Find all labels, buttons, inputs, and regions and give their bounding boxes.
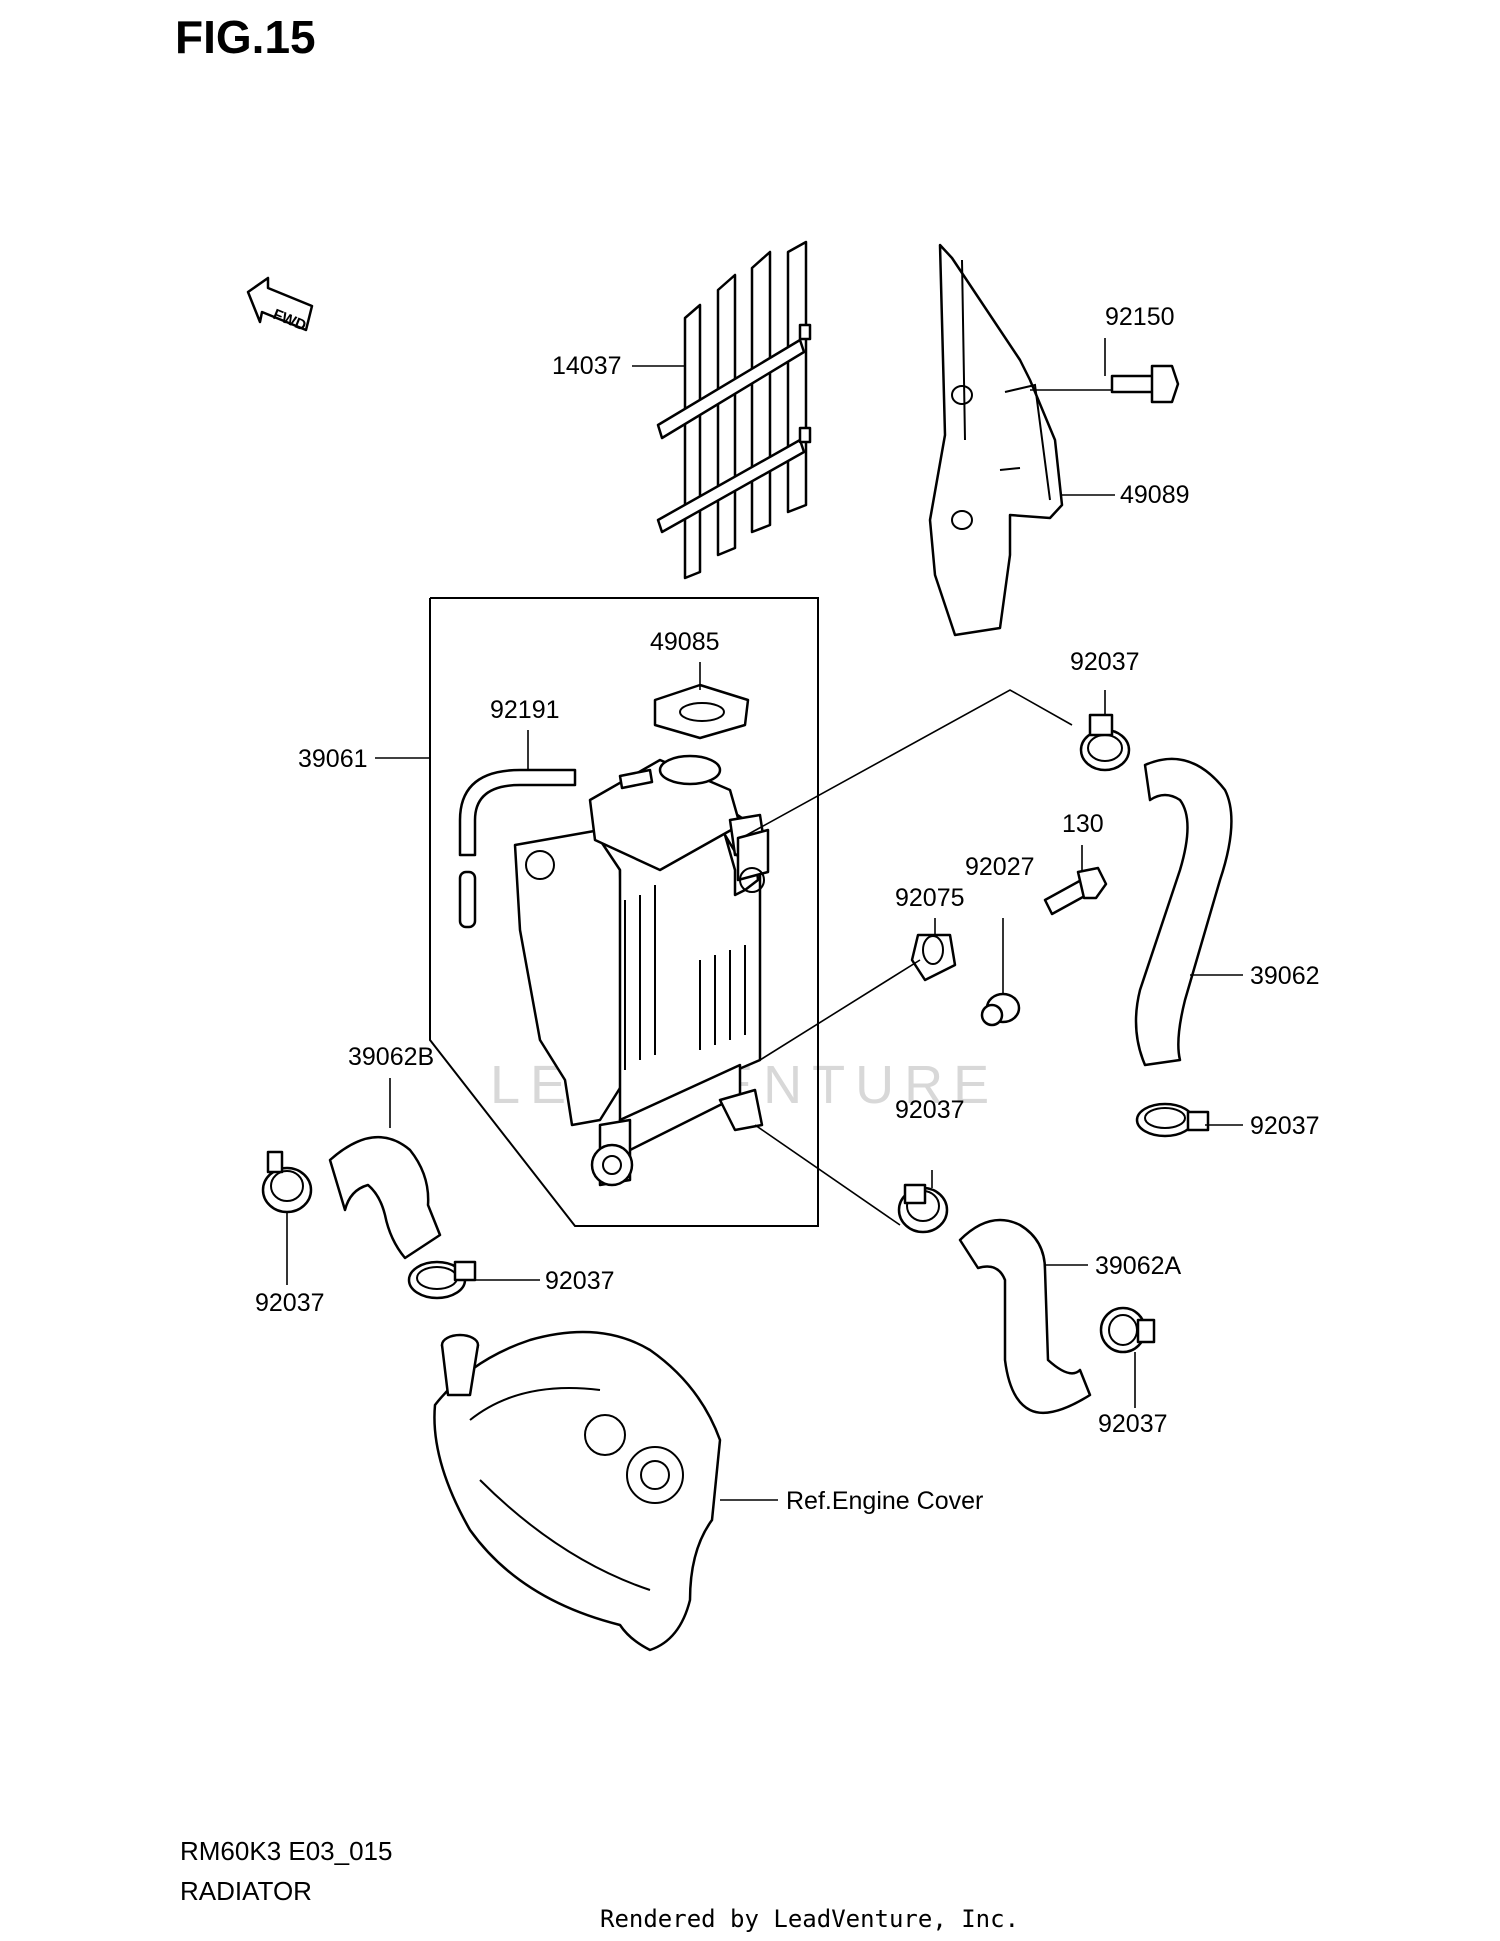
grommet[interactable] bbox=[910, 933, 957, 982]
callout-clamp-right: 92037 bbox=[1250, 1112, 1320, 1140]
callout-hose-a: 39062A bbox=[1095, 1252, 1182, 1280]
callout-grille: 14037 bbox=[552, 352, 622, 380]
clamp-right[interactable] bbox=[1135, 1102, 1210, 1138]
hose-39062B[interactable] bbox=[328, 1135, 442, 1260]
callout-cap-seal: 49085 bbox=[650, 628, 720, 656]
clamp-top-right[interactable] bbox=[1079, 713, 1131, 772]
clamp-left[interactable] bbox=[261, 1150, 313, 1214]
hose-39062A[interactable] bbox=[958, 1218, 1092, 1415]
callout-clamp-mid-left: 92037 bbox=[545, 1267, 615, 1295]
callout-hose-right: 39062 bbox=[1250, 962, 1320, 990]
leader-lines bbox=[286, 338, 1243, 1501]
cap-seal[interactable] bbox=[653, 683, 750, 740]
clamp-mid-right[interactable] bbox=[897, 1183, 949, 1234]
radiator-grille[interactable] bbox=[656, 240, 812, 580]
radiator-core[interactable] bbox=[513, 754, 770, 1187]
callout-clamp-top-right: 92037 bbox=[1070, 648, 1140, 676]
figure-title: FIG.15 bbox=[175, 11, 316, 63]
callout-clamp-left: 92037 bbox=[255, 1289, 325, 1317]
callout-clamp-bottom-right: 92037 bbox=[1098, 1410, 1168, 1438]
model-code: RM60K3 E03_015 bbox=[180, 1836, 393, 1866]
callout-radiator-assy: 39061 bbox=[298, 745, 368, 773]
callout-shroud: 49089 bbox=[1120, 481, 1190, 509]
section-name: RADIATOR bbox=[180, 1876, 312, 1906]
bolt-130[interactable] bbox=[1043, 866, 1108, 916]
render-credit: Rendered by LeadVenture, Inc. bbox=[600, 1905, 1020, 1933]
hose-39062[interactable] bbox=[1134, 757, 1233, 1067]
collar[interactable] bbox=[980, 992, 1021, 1027]
bolt-92150[interactable] bbox=[1110, 364, 1180, 404]
callout-bolt-92150: 92150 bbox=[1105, 303, 1175, 331]
radiator-shroud[interactable] bbox=[928, 243, 1064, 637]
callout-clamp-mid-right: 92037 bbox=[895, 1096, 965, 1124]
callout-hose-b: 39062B bbox=[348, 1043, 434, 1071]
radiator-assy-frame bbox=[429, 597, 819, 1227]
clamp-bottom-right[interactable] bbox=[1099, 1306, 1156, 1354]
engine-cover bbox=[433, 1330, 722, 1652]
callout-engine-cover-ref: Ref.Engine Cover bbox=[786, 1487, 983, 1515]
callout-collar: 92027 bbox=[965, 853, 1035, 881]
clamp-mid-left[interactable] bbox=[407, 1260, 477, 1300]
callout-bolt-130: 130 bbox=[1062, 810, 1104, 838]
callout-grommet: 92075 bbox=[895, 884, 965, 912]
fwd-arrow-icon: FWD bbox=[246, 276, 314, 335]
overflow-hose[interactable] bbox=[458, 768, 577, 929]
callout-overflow-hose: 92191 bbox=[490, 696, 560, 724]
